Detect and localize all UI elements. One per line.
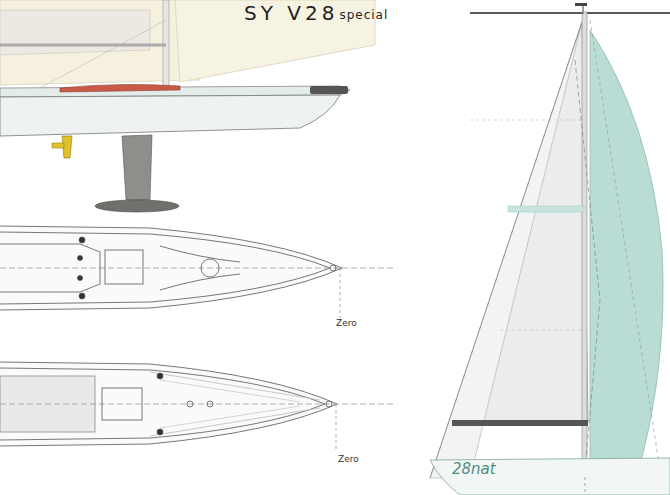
side-profile bbox=[0, 0, 375, 212]
hull-graphic: 28nat bbox=[452, 460, 496, 478]
drawing-title: SY V28 bbox=[244, 1, 338, 25]
title-suffix: special bbox=[339, 8, 388, 22]
datum-label: Zero bbox=[336, 318, 357, 328]
datum-label: Zero bbox=[338, 454, 359, 464]
sail-plan bbox=[430, 3, 670, 495]
deck-plan bbox=[0, 362, 395, 452]
header-rule bbox=[470, 12, 670, 14]
deck-plan bbox=[0, 226, 395, 318]
